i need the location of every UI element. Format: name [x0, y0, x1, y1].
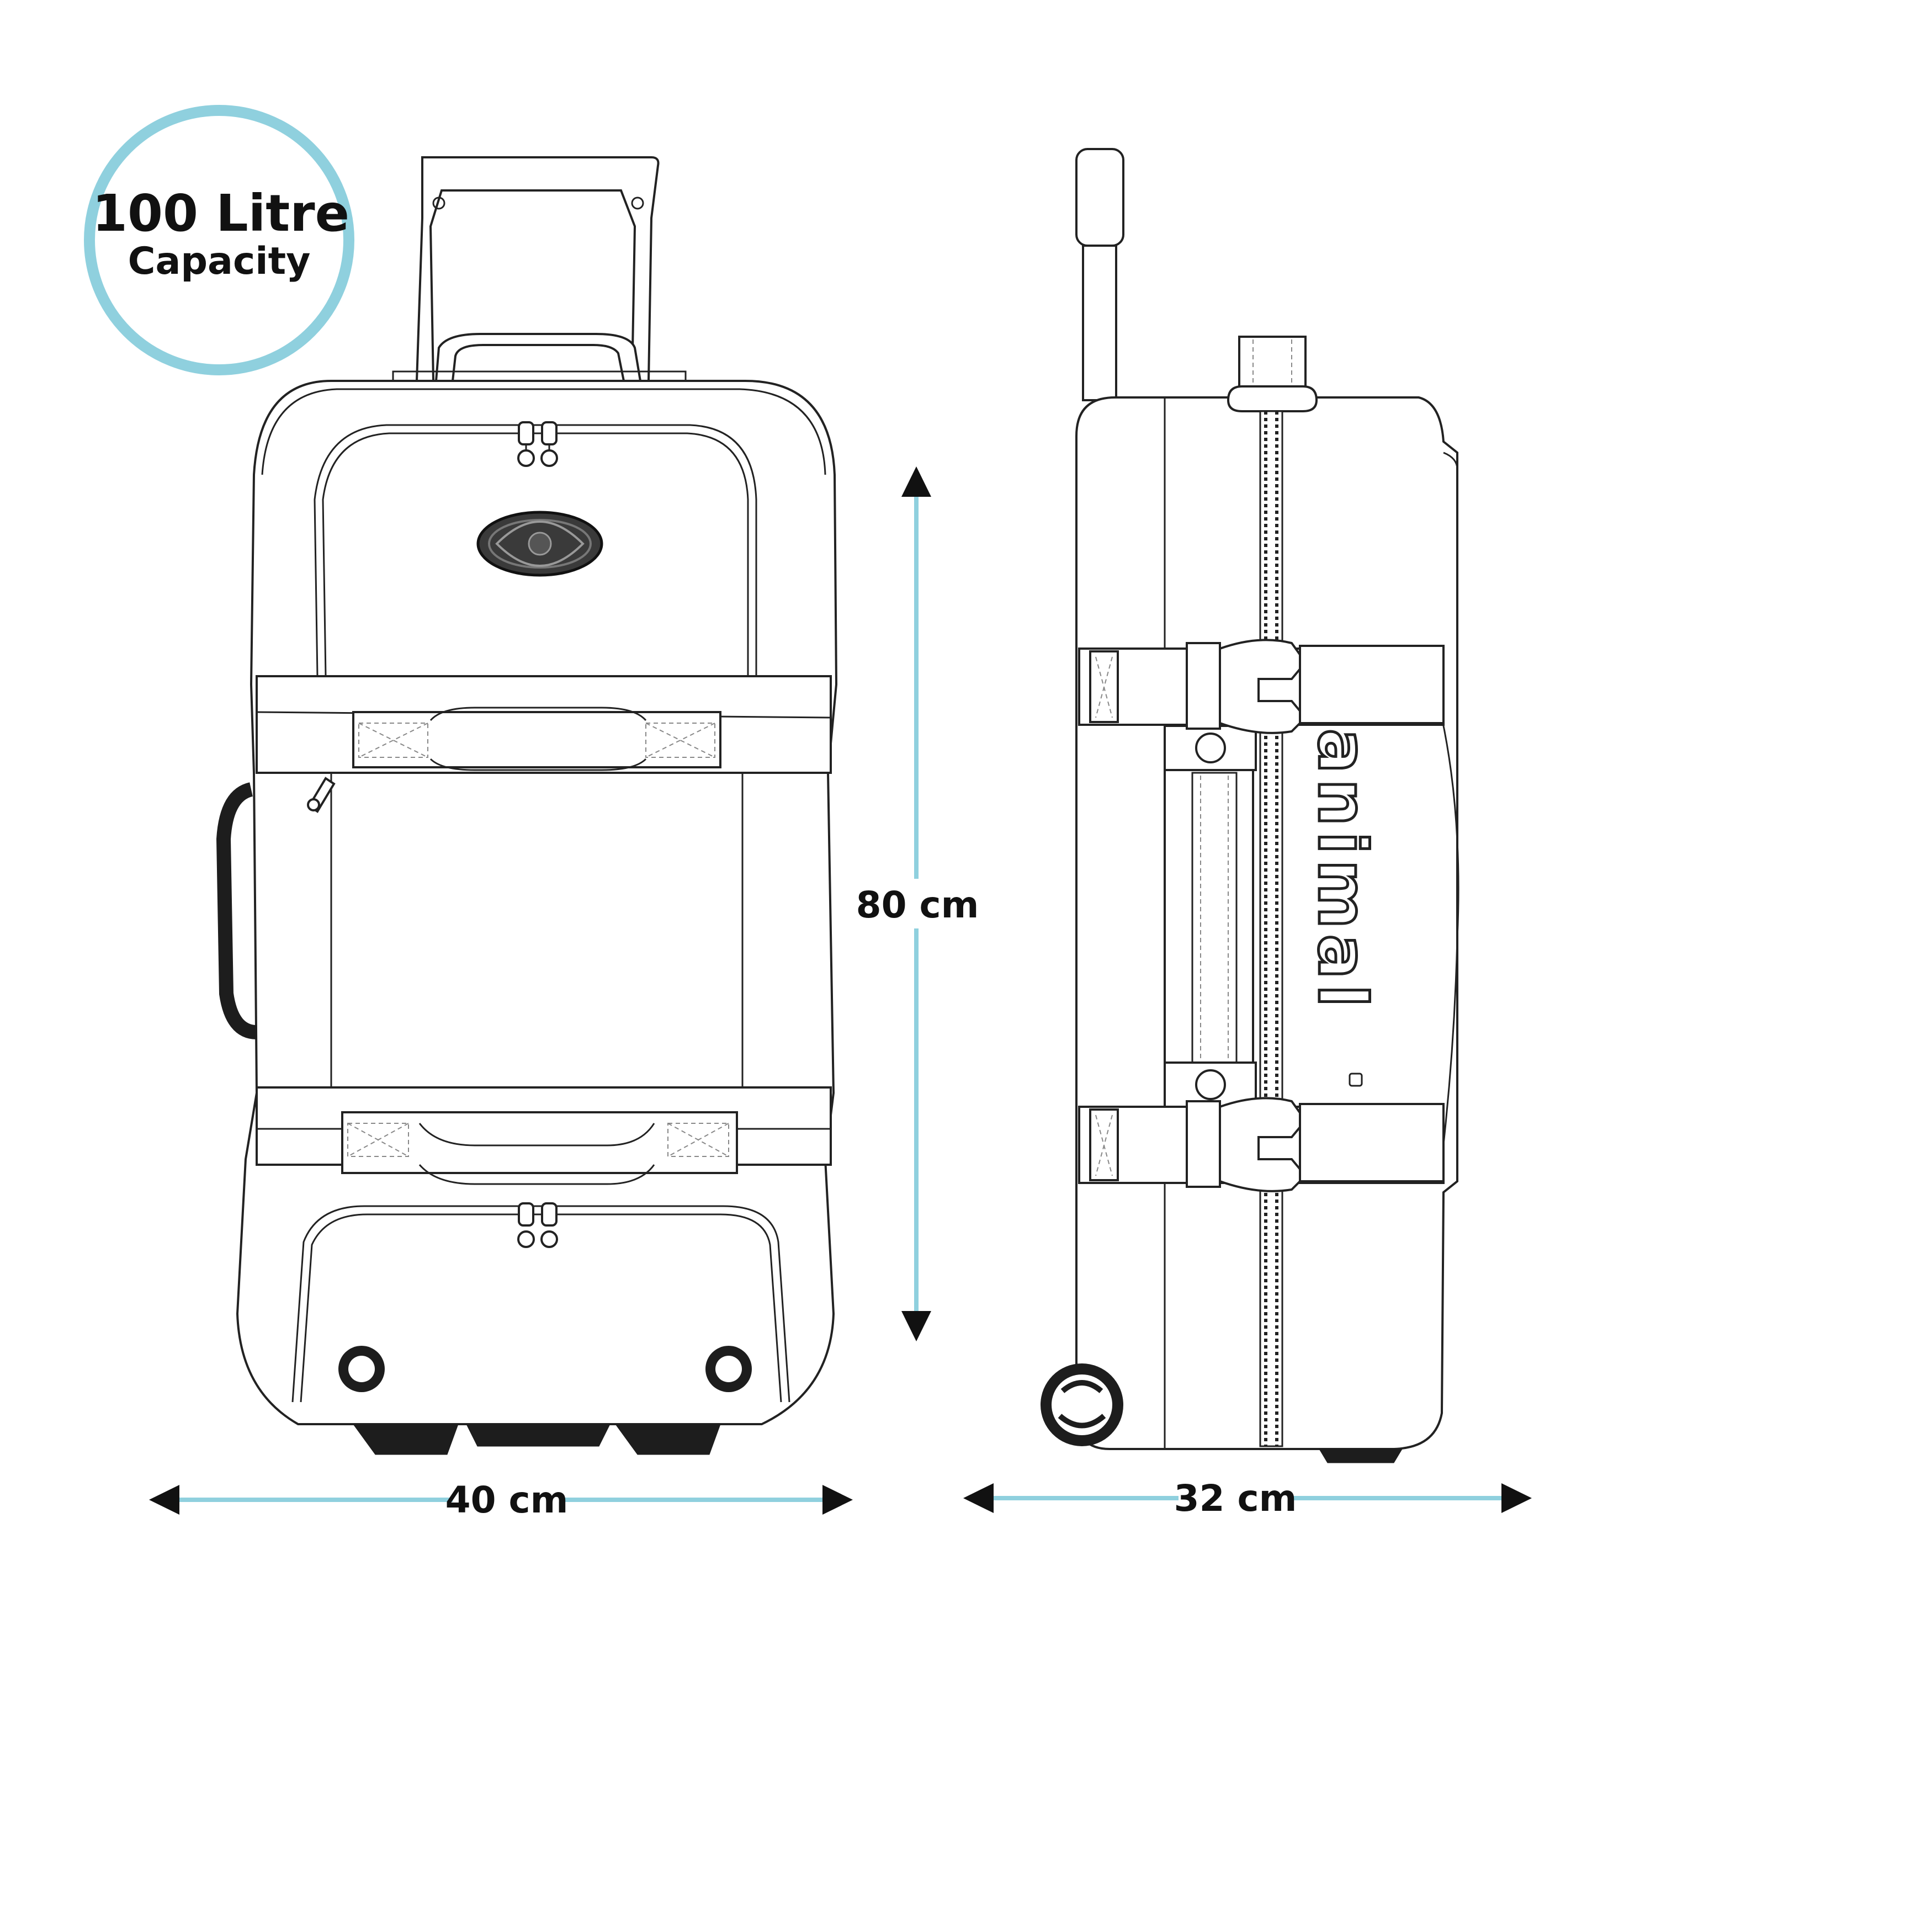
front-feet	[353, 1424, 721, 1455]
suitcase-front-view	[216, 156, 838, 1455]
capacity-ring	[84, 105, 354, 375]
lower-compression-strap	[1078, 1097, 1445, 1192]
upper-carry-handle	[352, 711, 721, 768]
side-tag-loop	[1238, 336, 1307, 393]
top-grab-handle	[434, 333, 642, 382]
side-handle-grip	[1075, 148, 1124, 247]
side-pocket	[1164, 769, 1254, 1066]
height-label: 80 cm	[856, 884, 979, 926]
capacity-badge: 100 Litre Capacity	[84, 105, 354, 375]
capacity-value: 100 Litre	[92, 184, 349, 243]
height-arrow-bottom	[901, 1311, 931, 1341]
rivet-left	[338, 1346, 385, 1392]
depth-arrow-left	[963, 1483, 994, 1513]
rivet-right	[705, 1346, 752, 1392]
width-arrow-right	[822, 1485, 853, 1515]
suitcase-side-view: animal	[1041, 148, 1459, 1463]
zipper-track	[1259, 410, 1283, 1447]
width-dimension: 40 cm	[149, 1477, 853, 1523]
brand-trademark-mark	[1349, 1073, 1363, 1087]
bottom-zipper-pulls	[517, 1202, 558, 1248]
height-arrow-top	[901, 466, 931, 497]
top-zipper-pulls	[517, 421, 558, 467]
height-dimension: 80 cm	[856, 466, 979, 1341]
upper-compression-strap	[1078, 639, 1445, 734]
width-arrow-left	[149, 1485, 179, 1515]
side-wheel	[1041, 1363, 1123, 1446]
side-foot	[1319, 1448, 1403, 1463]
side-handle-pole	[1082, 245, 1117, 401]
capacity-caption: Capacity	[128, 240, 311, 283]
width-label: 40 cm	[445, 1479, 569, 1521]
svg-text:animal: animal	[1303, 729, 1380, 1013]
side-handle	[216, 782, 257, 1039]
side-zipper-pull	[307, 777, 336, 813]
bottom-pocket	[291, 1205, 790, 1403]
top-pocket	[314, 424, 757, 677]
lower-carry-handle	[341, 1111, 738, 1174]
depth-label: 32 cm	[1174, 1477, 1297, 1520]
side-brand-text: animal	[1302, 728, 1382, 1015]
depth-dimension: 32 cm	[963, 1475, 1532, 1521]
brand-logo-badge	[476, 511, 603, 577]
depth-arrow-right	[1501, 1483, 1532, 1513]
